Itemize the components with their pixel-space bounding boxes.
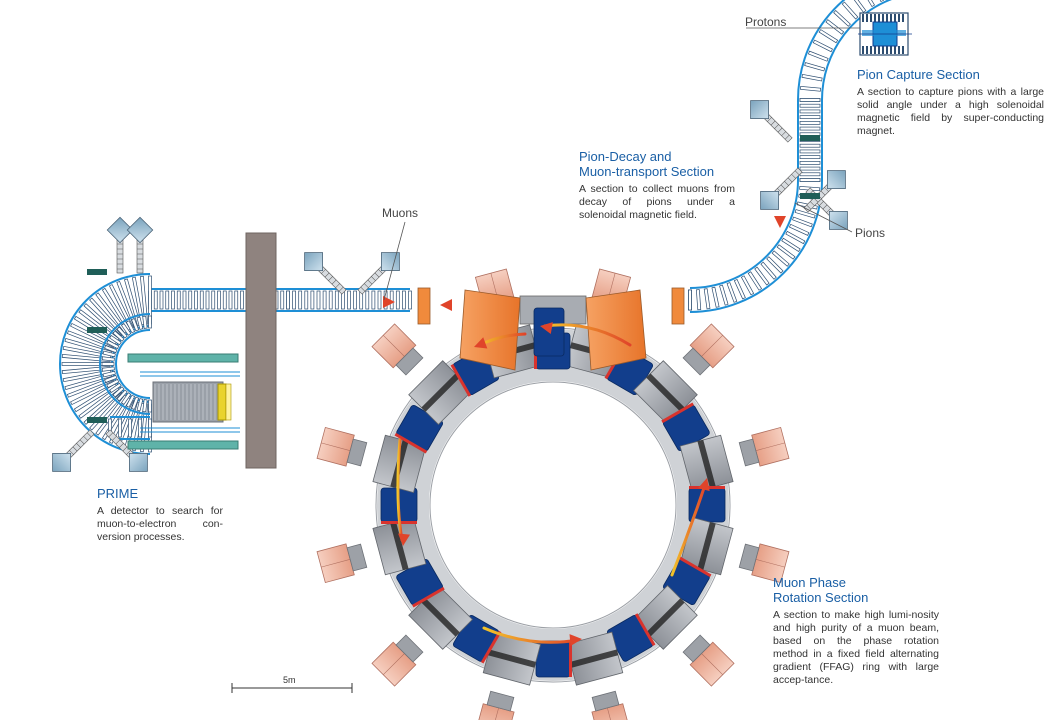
- pion-decay-title-line2: Muon-transport Section: [579, 164, 715, 179]
- pion-decay-description: A section to collect muons from decay of…: [579, 183, 735, 221]
- ffag-magnet-cell: [371, 323, 473, 425]
- pion-capture-description: A section to capture pions with a large …: [857, 86, 1044, 137]
- protons-label: Protons: [745, 15, 787, 29]
- arrow-head: [774, 216, 786, 228]
- arrow-head: [474, 337, 488, 349]
- vacuum-pump: [105, 429, 148, 472]
- solenoid-coils-bend: [797, 0, 893, 102]
- coil-joint: [87, 417, 107, 423]
- arrow-head: [398, 533, 411, 546]
- pion-capture-magnet: [858, 12, 912, 56]
- pions-leader: [794, 202, 853, 233]
- ffag-magnet-cell: [316, 517, 427, 584]
- muon-phase-title-line1: Muon Phase: [773, 575, 846, 590]
- arrow-head: [569, 634, 582, 647]
- pion-capture-title: Pion Capture Section: [857, 67, 980, 82]
- coil-joint: [800, 135, 820, 141]
- solenoid-coils: [286, 288, 412, 312]
- vacuum-pump: [106, 216, 134, 274]
- solenoid-coils: [688, 289, 692, 311]
- coil-joint: [800, 193, 820, 199]
- ffag-magnet-cell: [633, 585, 735, 687]
- vacuum-pump: [304, 252, 347, 295]
- ffag-magnet-cell: [679, 517, 790, 584]
- vacuum-pump: [750, 100, 793, 143]
- ffag-magnet-cell: [316, 426, 427, 493]
- scale-label: 5m: [283, 675, 296, 685]
- coil-joint: [87, 269, 107, 275]
- ffag-magnet-cell: [633, 323, 735, 425]
- beam-arrow: [543, 323, 632, 347]
- injection-magnets: [417, 287, 685, 371]
- coil-joint: [87, 327, 107, 333]
- pions-label: Pions: [855, 226, 886, 240]
- arrow-head: [383, 296, 395, 308]
- arrow-head: [440, 299, 452, 311]
- vacuum-pump: [126, 216, 154, 274]
- muon-phase-title-line2: Rotation Section: [773, 590, 869, 605]
- muon-phase-description: A section to make high lumi-nosity and h…: [773, 609, 939, 686]
- muons-label: Muons: [382, 206, 419, 220]
- beam-arrow: [670, 483, 707, 577]
- ffag-ring: [316, 268, 790, 720]
- prime-detector: [127, 353, 240, 450]
- beam-arrow: [482, 626, 580, 644]
- beam-arrows: [228, 148, 786, 647]
- prime-description: A detector to search for muon-to-electro…: [97, 505, 223, 543]
- arrow-head: [540, 322, 553, 334]
- solenoid-coils-bend: [688, 178, 823, 313]
- prime-title: PRIME: [97, 486, 139, 501]
- radiation-shield: [245, 232, 277, 469]
- scale-bar: [231, 683, 353, 693]
- vacuum-pump: [357, 252, 400, 295]
- yoke-block: [535, 640, 571, 678]
- muons-leader: [383, 221, 406, 301]
- ffag-magnet-cell: [474, 631, 541, 720]
- vacuum-pump: [52, 429, 95, 472]
- ffag-magnet-cell: [679, 426, 790, 493]
- beam-arrow: [396, 438, 404, 542]
- beamlines: [52, 0, 893, 472]
- ffag-magnet-cell: [371, 585, 473, 687]
- pion-decay-title-line1: Pion-Decay and: [579, 149, 672, 164]
- ffag-magnet-cell: [565, 631, 632, 720]
- arrow-head: [698, 478, 710, 492]
- solenoid-coils-bend: [99, 313, 152, 415]
